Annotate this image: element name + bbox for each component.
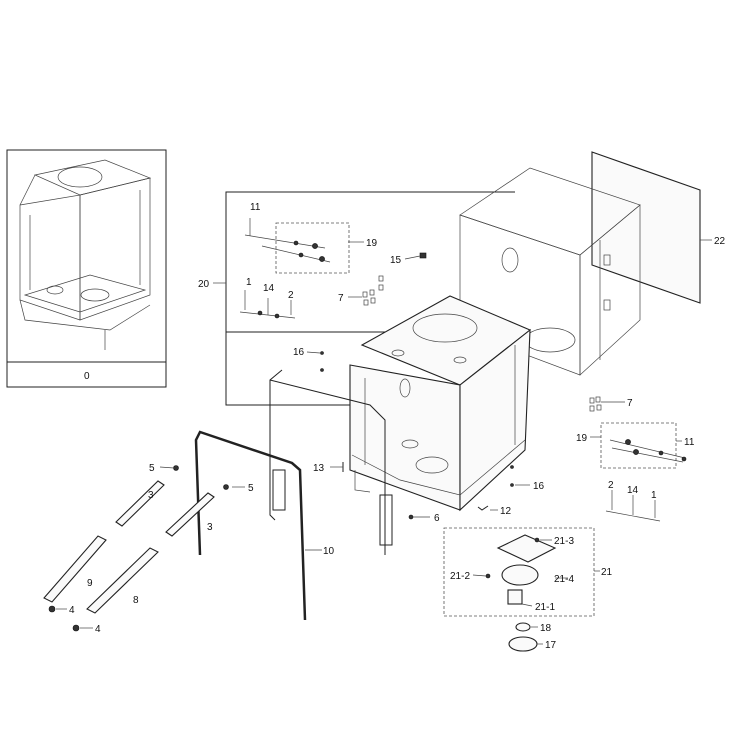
- label-6: 6: [434, 513, 440, 524]
- sump-assembly: [443, 527, 595, 652]
- inset-assembly: [6, 149, 167, 388]
- label-21-2: 21-2: [450, 571, 470, 582]
- label-4-lower: 4: [95, 624, 101, 635]
- label-19-left: 19: [366, 238, 378, 249]
- label-11-left: 11: [250, 202, 261, 213]
- label-1-left: 1: [246, 277, 252, 288]
- label-4-upper: 4: [69, 605, 75, 616]
- side-panel: [591, 151, 701, 304]
- label-10: 10: [323, 546, 335, 557]
- label-5-right: 5: [248, 483, 254, 494]
- label-2-left: 2: [288, 290, 294, 301]
- label-22: 22: [714, 236, 726, 247]
- label-2-right: 2: [608, 480, 614, 491]
- label-21: 21: [601, 567, 613, 578]
- label-20: 20: [198, 279, 210, 290]
- label-3-left: 3: [148, 490, 154, 501]
- label-19-right: 19: [576, 433, 588, 444]
- right-fasteners: [589, 396, 687, 522]
- label-9: 9: [87, 578, 93, 589]
- label-15: 15: [390, 255, 402, 266]
- callout-labels: 0 22 15 19 11 20 1 14 2 7 16 5 5 3 3 13 …: [69, 202, 726, 651]
- label-21-4: 21-4: [554, 574, 574, 585]
- label-14-left: 14: [263, 283, 275, 294]
- rails: [43, 465, 229, 632]
- label-5-left: 5: [149, 463, 155, 474]
- fastener-group-box: [225, 191, 515, 406]
- label-13: 13: [313, 463, 325, 474]
- label-7-left: 7: [338, 293, 344, 304]
- label-14-right: 14: [627, 485, 639, 496]
- door-gasket: [194, 430, 307, 621]
- small-parts: [320, 252, 514, 520]
- label-16-left: 16: [293, 347, 305, 358]
- label-17: 17: [545, 640, 557, 651]
- label-11-right: 11: [684, 437, 695, 448]
- inner-tub: [349, 295, 532, 512]
- tub-frame: [269, 369, 393, 555]
- label-8: 8: [133, 595, 139, 606]
- label-18: 18: [540, 623, 552, 634]
- outer-tub: [459, 167, 641, 376]
- label-12: 12: [500, 506, 512, 517]
- label-7-right: 7: [627, 398, 633, 409]
- leader-lines: [56, 239, 712, 645]
- label-1-right: 1: [651, 490, 657, 501]
- label-0: 0: [84, 371, 90, 382]
- label-16-right: 16: [533, 481, 545, 492]
- label-3-right: 3: [207, 522, 213, 533]
- label-21-3: 21-3: [554, 536, 574, 547]
- label-21-1: 21-1: [535, 602, 555, 613]
